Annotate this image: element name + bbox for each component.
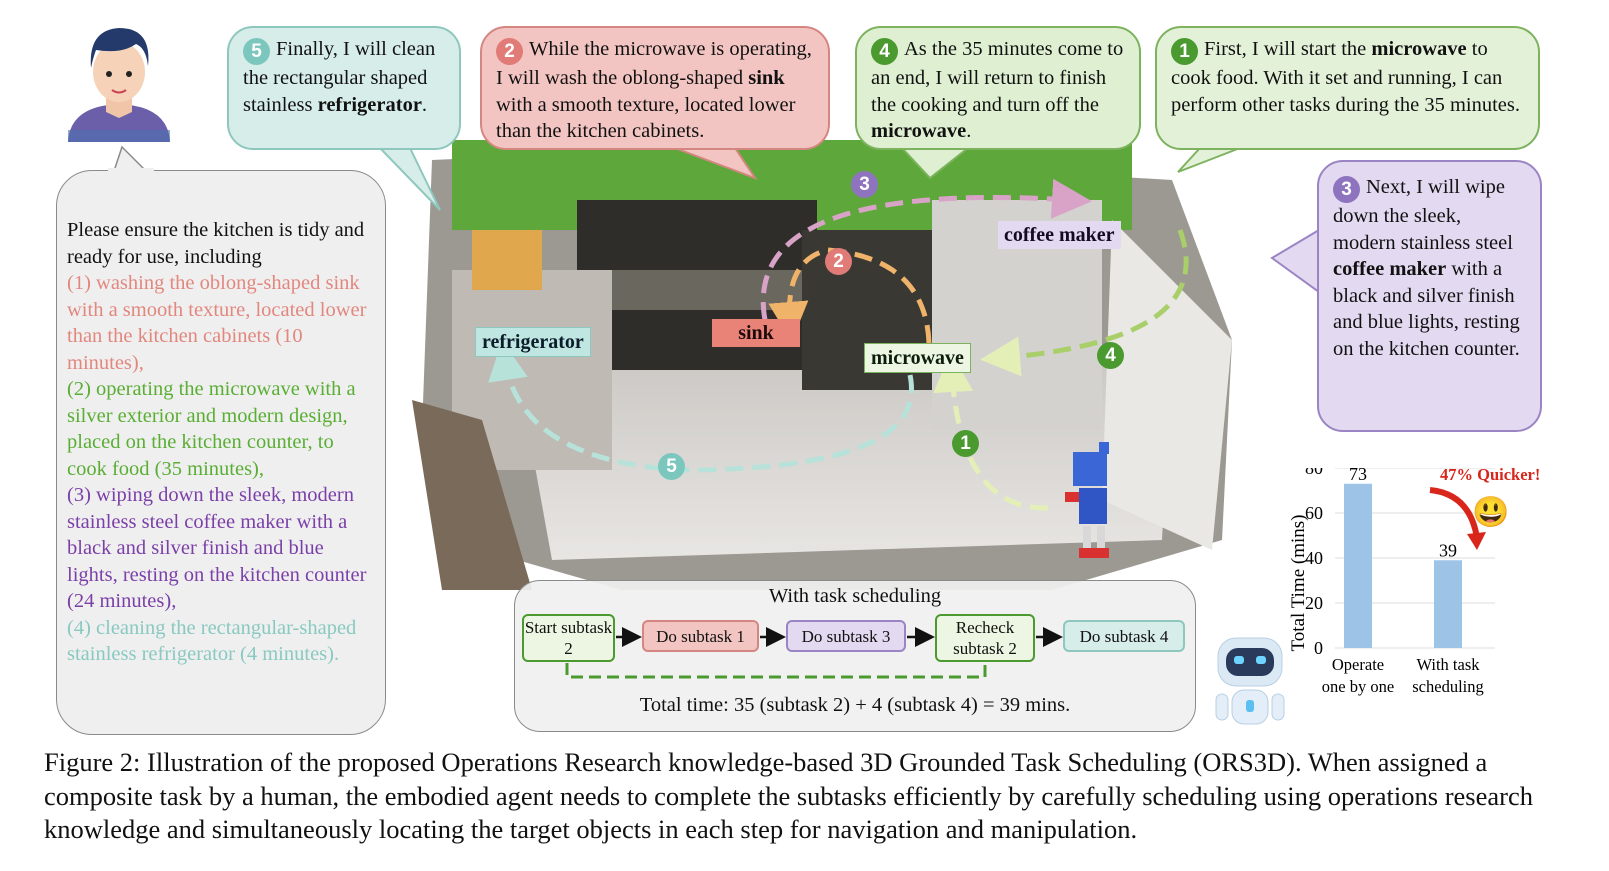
label-refrigerator: refrigerator bbox=[475, 327, 591, 357]
kitchen-scene-image bbox=[412, 140, 1232, 590]
path-2 bbox=[768, 247, 932, 371]
path-4 bbox=[980, 229, 1189, 377]
y-tick-label-60: 60 bbox=[1305, 503, 1323, 523]
step-3-object: coffee maker bbox=[1333, 258, 1447, 280]
node-recheck-subtask-2: Recheck subtask 2 bbox=[935, 614, 1035, 662]
step-1-text-1: First, I will start the bbox=[1204, 38, 1367, 60]
step-2-badge: 2 bbox=[496, 38, 523, 65]
path-marker-5: 5 bbox=[658, 453, 685, 480]
step-3-badge: 3 bbox=[1333, 176, 1360, 203]
path-marker-3: 3 bbox=[851, 171, 878, 198]
path-marker-1: 1 bbox=[952, 430, 979, 457]
robot-mascot-icon bbox=[1215, 637, 1285, 725]
step-2-text-1: While the microwave is operating, I will… bbox=[496, 38, 812, 89]
label-microwave: microwave bbox=[864, 343, 971, 373]
instruction-item-1: (1) washing the oblong-shaped sink with … bbox=[67, 272, 367, 374]
y-tick-label-0: 0 bbox=[1314, 638, 1323, 658]
instruction-item-3: (3) wiping down the sleek, modern stainl… bbox=[67, 484, 367, 612]
label-sink: sink bbox=[712, 319, 800, 347]
step-2-text-2: with a smooth texture, located lower tha… bbox=[496, 93, 796, 143]
figure-caption: Figure 2: Illustration of the proposed O… bbox=[44, 747, 1533, 844]
node-subtask-1: Do subtask 1 bbox=[642, 620, 759, 652]
schedule-arrows bbox=[565, 627, 1063, 679]
smiley-emoji-icon: 😃 bbox=[1472, 495, 1509, 529]
bar-value-label-2: 39 bbox=[1439, 540, 1457, 560]
step-2-object: sink bbox=[748, 67, 785, 89]
path-3 bbox=[760, 178, 1092, 321]
schedule-title: With task scheduling bbox=[768, 585, 942, 607]
y-tick-label-20: 20 bbox=[1305, 593, 1323, 613]
instruction-intro: Please ensure the kitchen is tidy and re… bbox=[67, 219, 365, 268]
bar-2 bbox=[1434, 560, 1462, 648]
path-marker-2: 2 bbox=[825, 248, 852, 275]
step-3-text-2: with a black and silver finish and blue … bbox=[1333, 258, 1520, 360]
step-1-text-2: to cook food. With it set and running, I… bbox=[1171, 38, 1521, 116]
improvement-arrowhead-icon bbox=[1467, 532, 1486, 550]
node-start-subtask-2: Start subtask 2 bbox=[522, 614, 615, 662]
improvement-arrow-icon bbox=[1429, 487, 1480, 539]
step-5-end: . bbox=[421, 93, 428, 116]
step-1-badge: 1 bbox=[1171, 38, 1198, 65]
instruction-bubble: Please ensure the kitchen is tidy and re… bbox=[56, 170, 386, 735]
human-avatar-icon bbox=[68, 28, 170, 142]
instruction-tail-cover bbox=[108, 168, 154, 180]
chart-y-axis-label: Total Time (mins) bbox=[1288, 515, 1309, 652]
step-5-text: Finally, I will clean the rectangular sh… bbox=[243, 38, 436, 116]
path-marker-4: 4 bbox=[1097, 342, 1124, 369]
step-4-end: . bbox=[966, 120, 972, 142]
step-4-object: microwave bbox=[871, 120, 967, 142]
y-tick-label-40: 40 bbox=[1305, 548, 1323, 568]
robot-agent-icon bbox=[1065, 442, 1109, 558]
chart-annotation: 47% Quicker! bbox=[1440, 468, 1540, 484]
bar-value-label-1: 73 bbox=[1349, 468, 1367, 484]
bubble-step-1: 1 First, I will start the microwave to co… bbox=[1155, 26, 1540, 150]
step-1-object: microwave bbox=[1371, 38, 1467, 60]
step-4-badge: 4 bbox=[871, 38, 898, 65]
step-5-badge: 5 bbox=[243, 38, 270, 65]
step-3-text-1: Next, I will wipe down the sleek, modern… bbox=[1333, 176, 1513, 254]
step-4-text: As the 35 minutes come to an end, I will… bbox=[871, 38, 1124, 116]
bar-1 bbox=[1344, 483, 1372, 648]
label-coffee-maker: coffee maker bbox=[998, 221, 1121, 249]
node-subtask-4: Do subtask 4 bbox=[1063, 620, 1185, 652]
step-5-object: refrigerator bbox=[317, 93, 422, 116]
node-subtask-3: Do subtask 3 bbox=[786, 620, 906, 652]
schedule-total-time: Total time: 35 (subtask 2) + 4 (subtask … bbox=[639, 694, 1071, 716]
y-tick-label-80: 80 bbox=[1305, 468, 1323, 478]
instruction-item-4: (4) cleaning the rectangular-shaped stai… bbox=[67, 616, 357, 666]
instruction-item-2: (2) operating the microwave with a silve… bbox=[67, 378, 356, 480]
task-scheduling-box: With task scheduling Start subtask 2 Do … bbox=[514, 580, 1196, 732]
